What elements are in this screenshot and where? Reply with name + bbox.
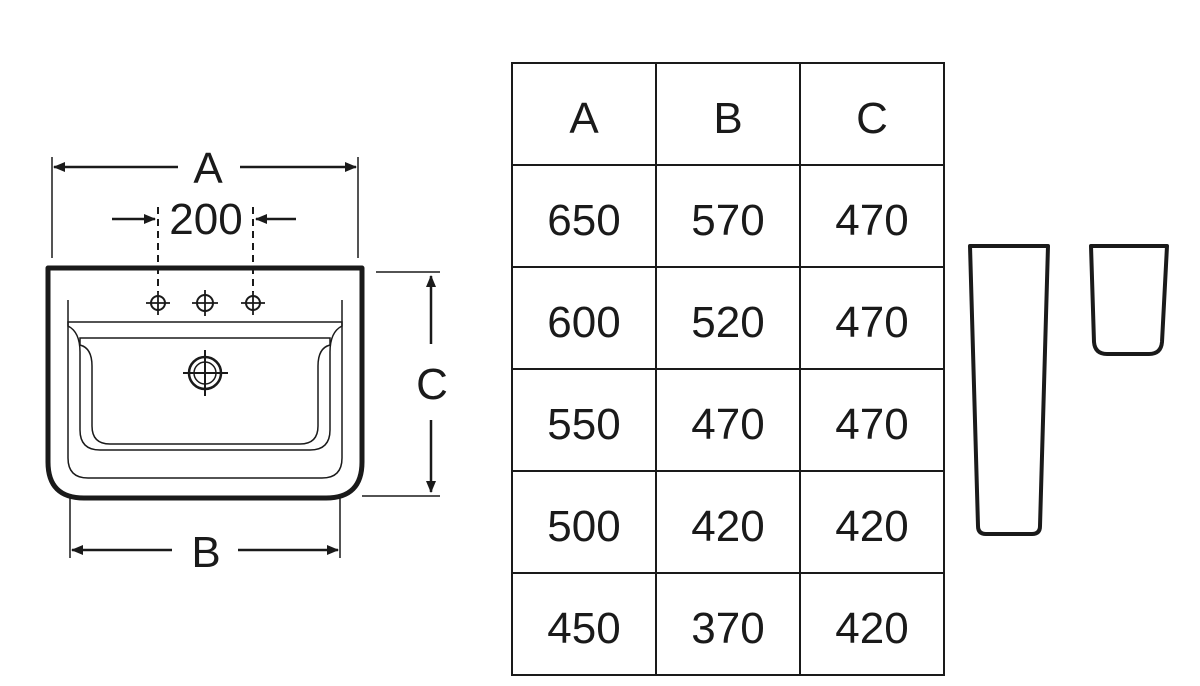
dimension-c-label: C [416,360,448,409]
table-cell: 550 [511,368,657,472]
semi-pedestal-icon [1089,244,1169,356]
column-header-a: A [511,62,657,166]
table-cell: 470 [799,368,945,472]
pedestal-options [968,244,1169,536]
table-row: 500 420 420 [511,470,945,574]
table-cell: 500 [511,470,657,574]
table-row: 650 570 470 [511,164,945,268]
column-header-b: B [655,62,801,166]
tap-hole-right [241,291,265,315]
full-pedestal-icon [968,244,1050,536]
dimension-b: B [69,494,341,577]
dimension-a-label: A [193,144,223,193]
table-cell: 470 [799,266,945,370]
table-cell: 420 [799,572,945,676]
table-cell: 420 [655,470,801,574]
table-cell: 470 [799,164,945,268]
table-cell: 470 [655,368,801,472]
dimension-b-label: B [191,528,220,577]
table-cell: 650 [511,164,657,268]
dimension-tap-spacing-label: 200 [169,195,242,244]
basin-outline [45,265,365,501]
basin-drawing: A 200 [45,144,448,577]
size-table: A B C 650 570 470 600 520 470 550 470 47… [511,62,945,676]
tap-hole-left [146,291,170,315]
table-row: 450 370 420 [511,572,945,676]
dimension-tap-spacing: 200 [112,195,296,292]
table-cell: 450 [511,572,657,676]
table-cell: 570 [655,164,801,268]
column-header-c: C [799,62,945,166]
table-row: 600 520 470 [511,266,945,370]
table-cell: 600 [511,266,657,370]
tap-hole-centre [192,290,218,316]
waste-outlet [183,350,228,396]
dimension-c: C [362,271,448,497]
dimension-a: A [51,144,359,258]
table-cell: 370 [655,572,801,676]
table-row: 550 470 470 [511,368,945,472]
table-header-row: A B C [511,62,945,166]
table-cell: 420 [799,470,945,574]
table-cell: 520 [655,266,801,370]
